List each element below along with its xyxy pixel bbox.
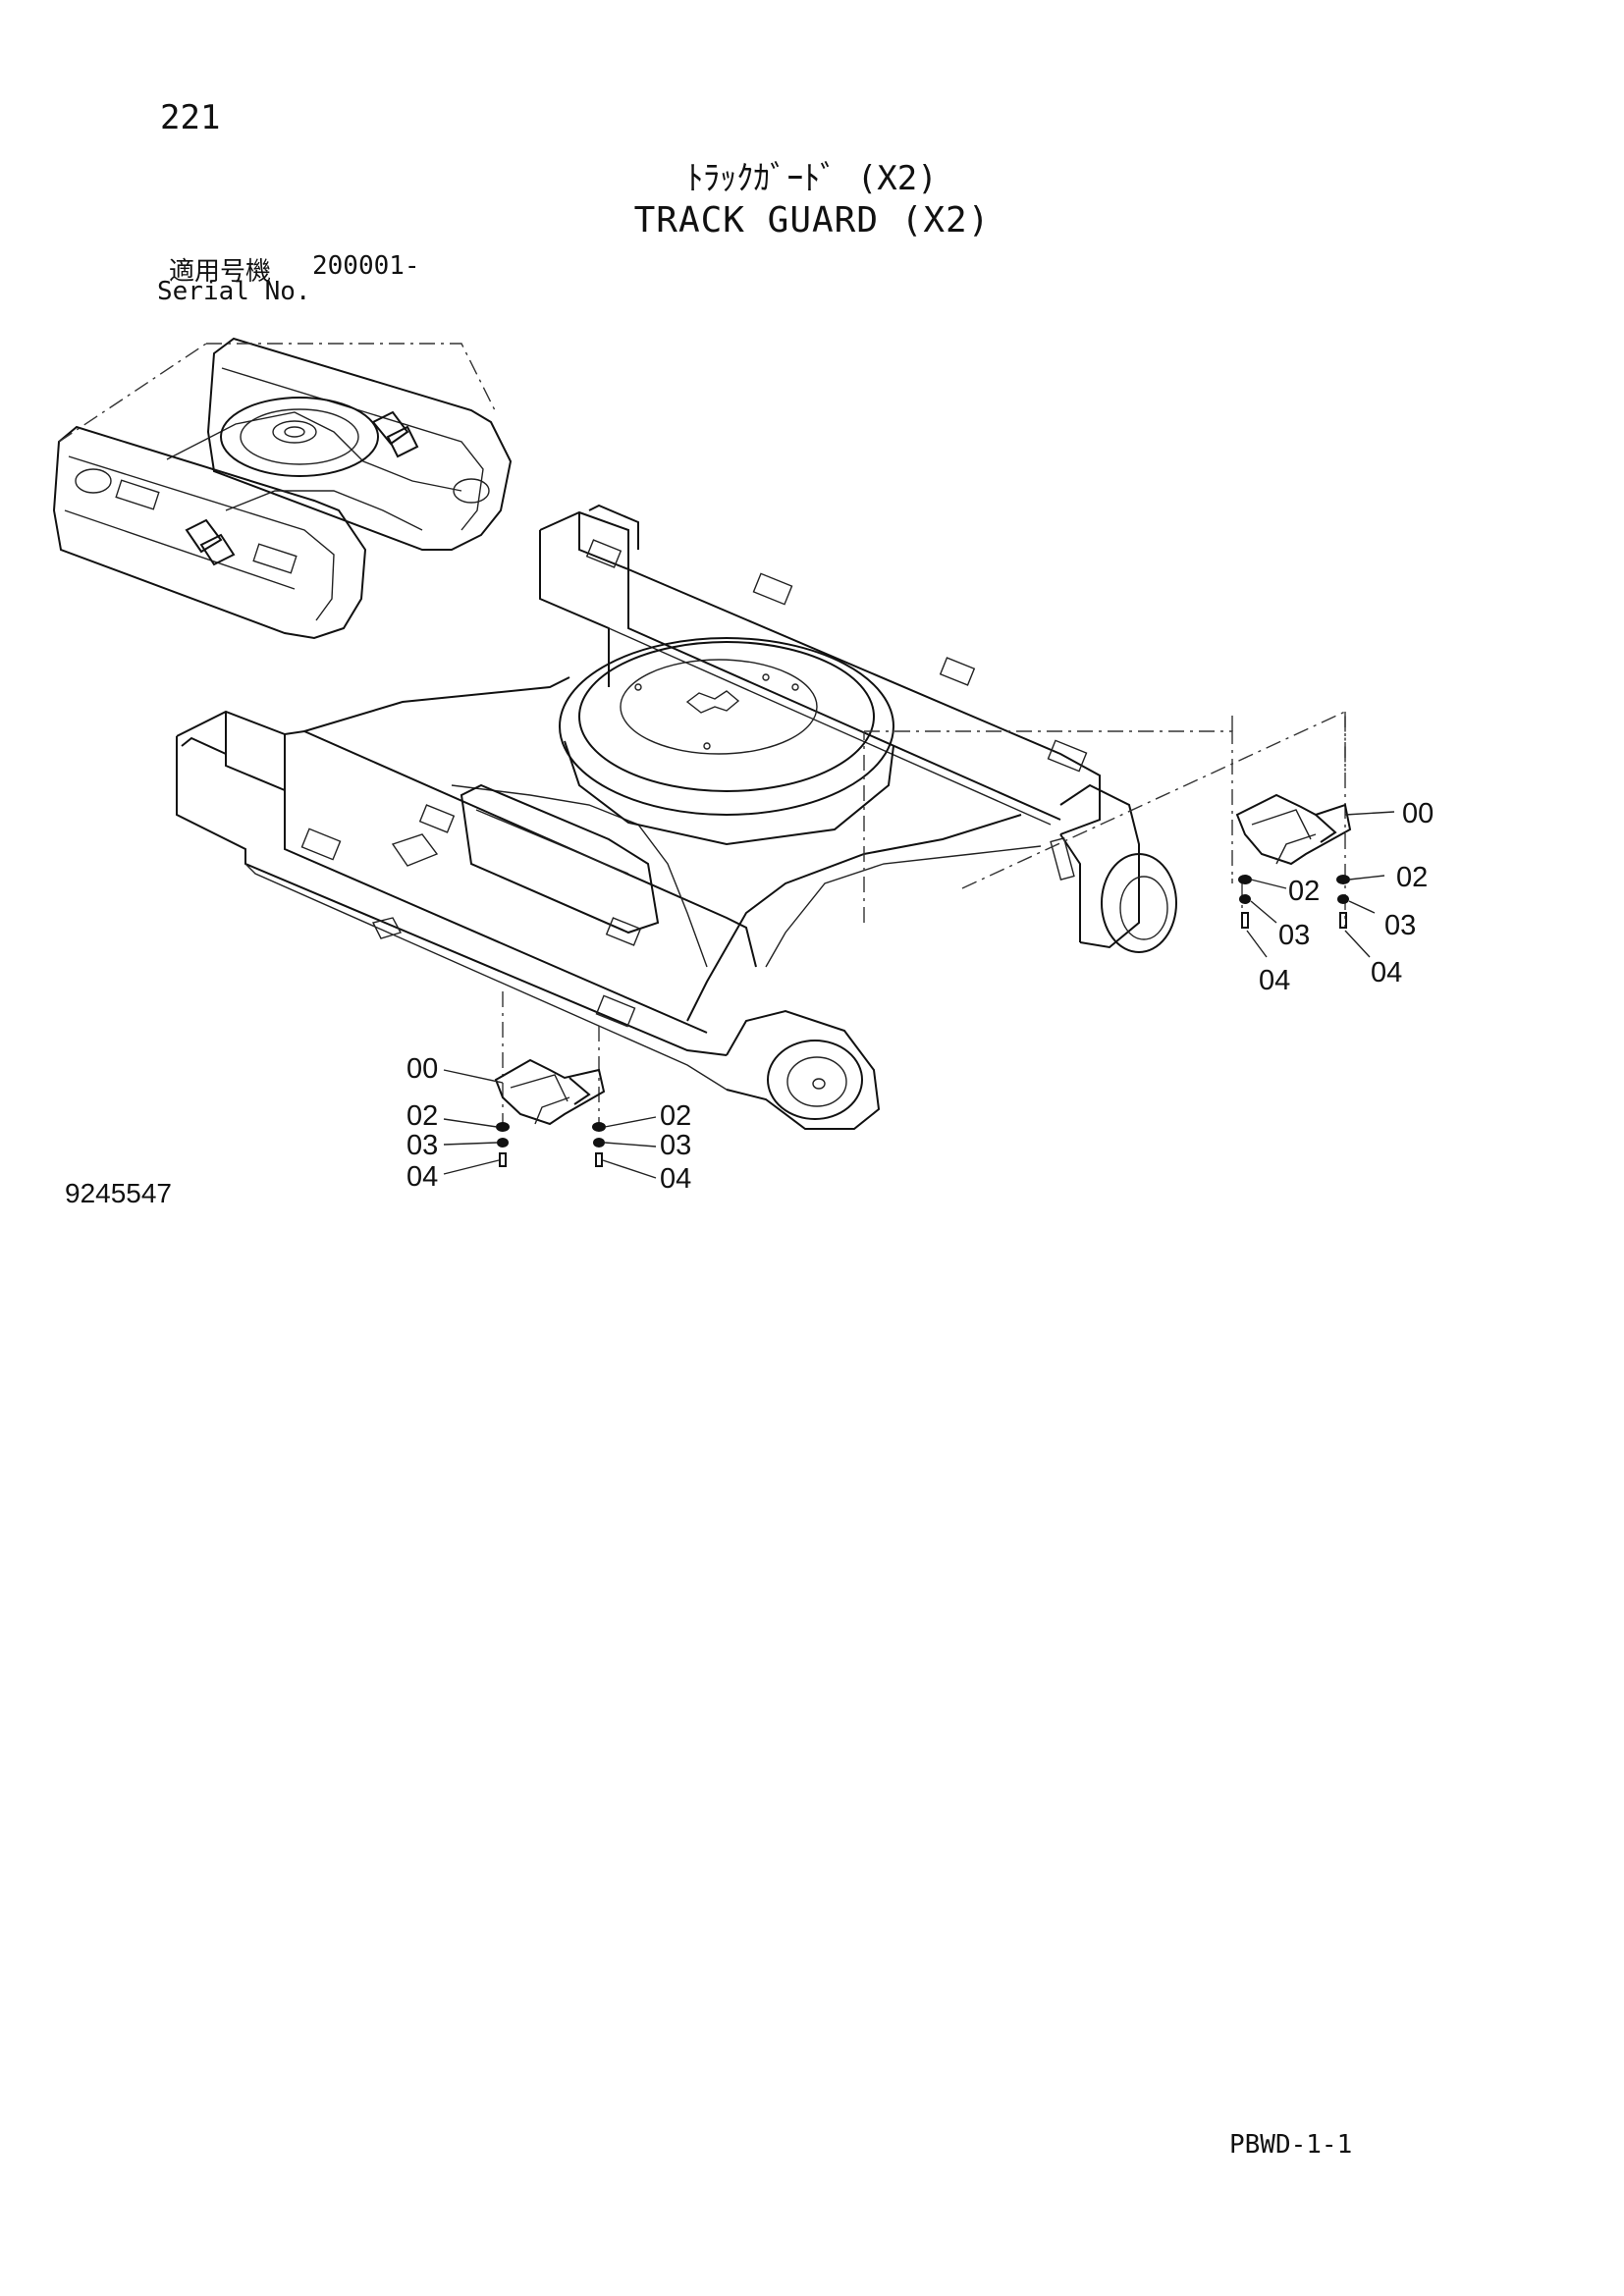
callout-right-02a: 02 [1288, 876, 1320, 907]
callout-bottom-02b: 02 [660, 1100, 691, 1132]
track-frame-illustration [176, 504, 1177, 1130]
serial-label-english: Serial No. [157, 277, 311, 306]
callout-bottom-03b: 03 [660, 1130, 691, 1161]
callout-labels-bottom: 00 02 03 04 02 03 04 [406, 1053, 691, 1195]
callout-right-00: 00 [1402, 798, 1434, 829]
callout-bottom-02a: 02 [406, 1100, 438, 1132]
callout-bottom-00: 00 [406, 1053, 438, 1085]
callout-right-03b: 03 [1384, 910, 1416, 941]
title-english: TRACK GUARD (X2) [633, 200, 991, 240]
callout-bottom-04b: 04 [660, 1163, 691, 1195]
callout-right-02b: 02 [1396, 862, 1428, 893]
serial-label-japanese: 適用号機 [169, 257, 272, 287]
serial-value: 200001- [312, 251, 420, 281]
callout-labels-right: 00 02 02 03 03 04 04 [1259, 798, 1434, 996]
callout-bottom-03a: 03 [406, 1130, 438, 1161]
callout-right-03a: 03 [1278, 920, 1310, 951]
track-guard-assembly-right [863, 710, 1395, 958]
title-japanese: ﾄﾗｯｸｶﾞｰﾄﾞ (X2) [686, 159, 938, 198]
page-code: PBWD-1-1 [1229, 2130, 1353, 2160]
callout-bottom-04a: 04 [406, 1161, 438, 1193]
callout-right-04a: 04 [1259, 965, 1290, 996]
drawing-number: 9245547 [65, 1178, 173, 1208]
inset-undercarriage-illustration [52, 337, 513, 640]
callout-right-04b: 04 [1371, 957, 1402, 988]
page-number: 221 [160, 98, 221, 137]
track-guard-assembly-bottom [443, 991, 657, 1179]
